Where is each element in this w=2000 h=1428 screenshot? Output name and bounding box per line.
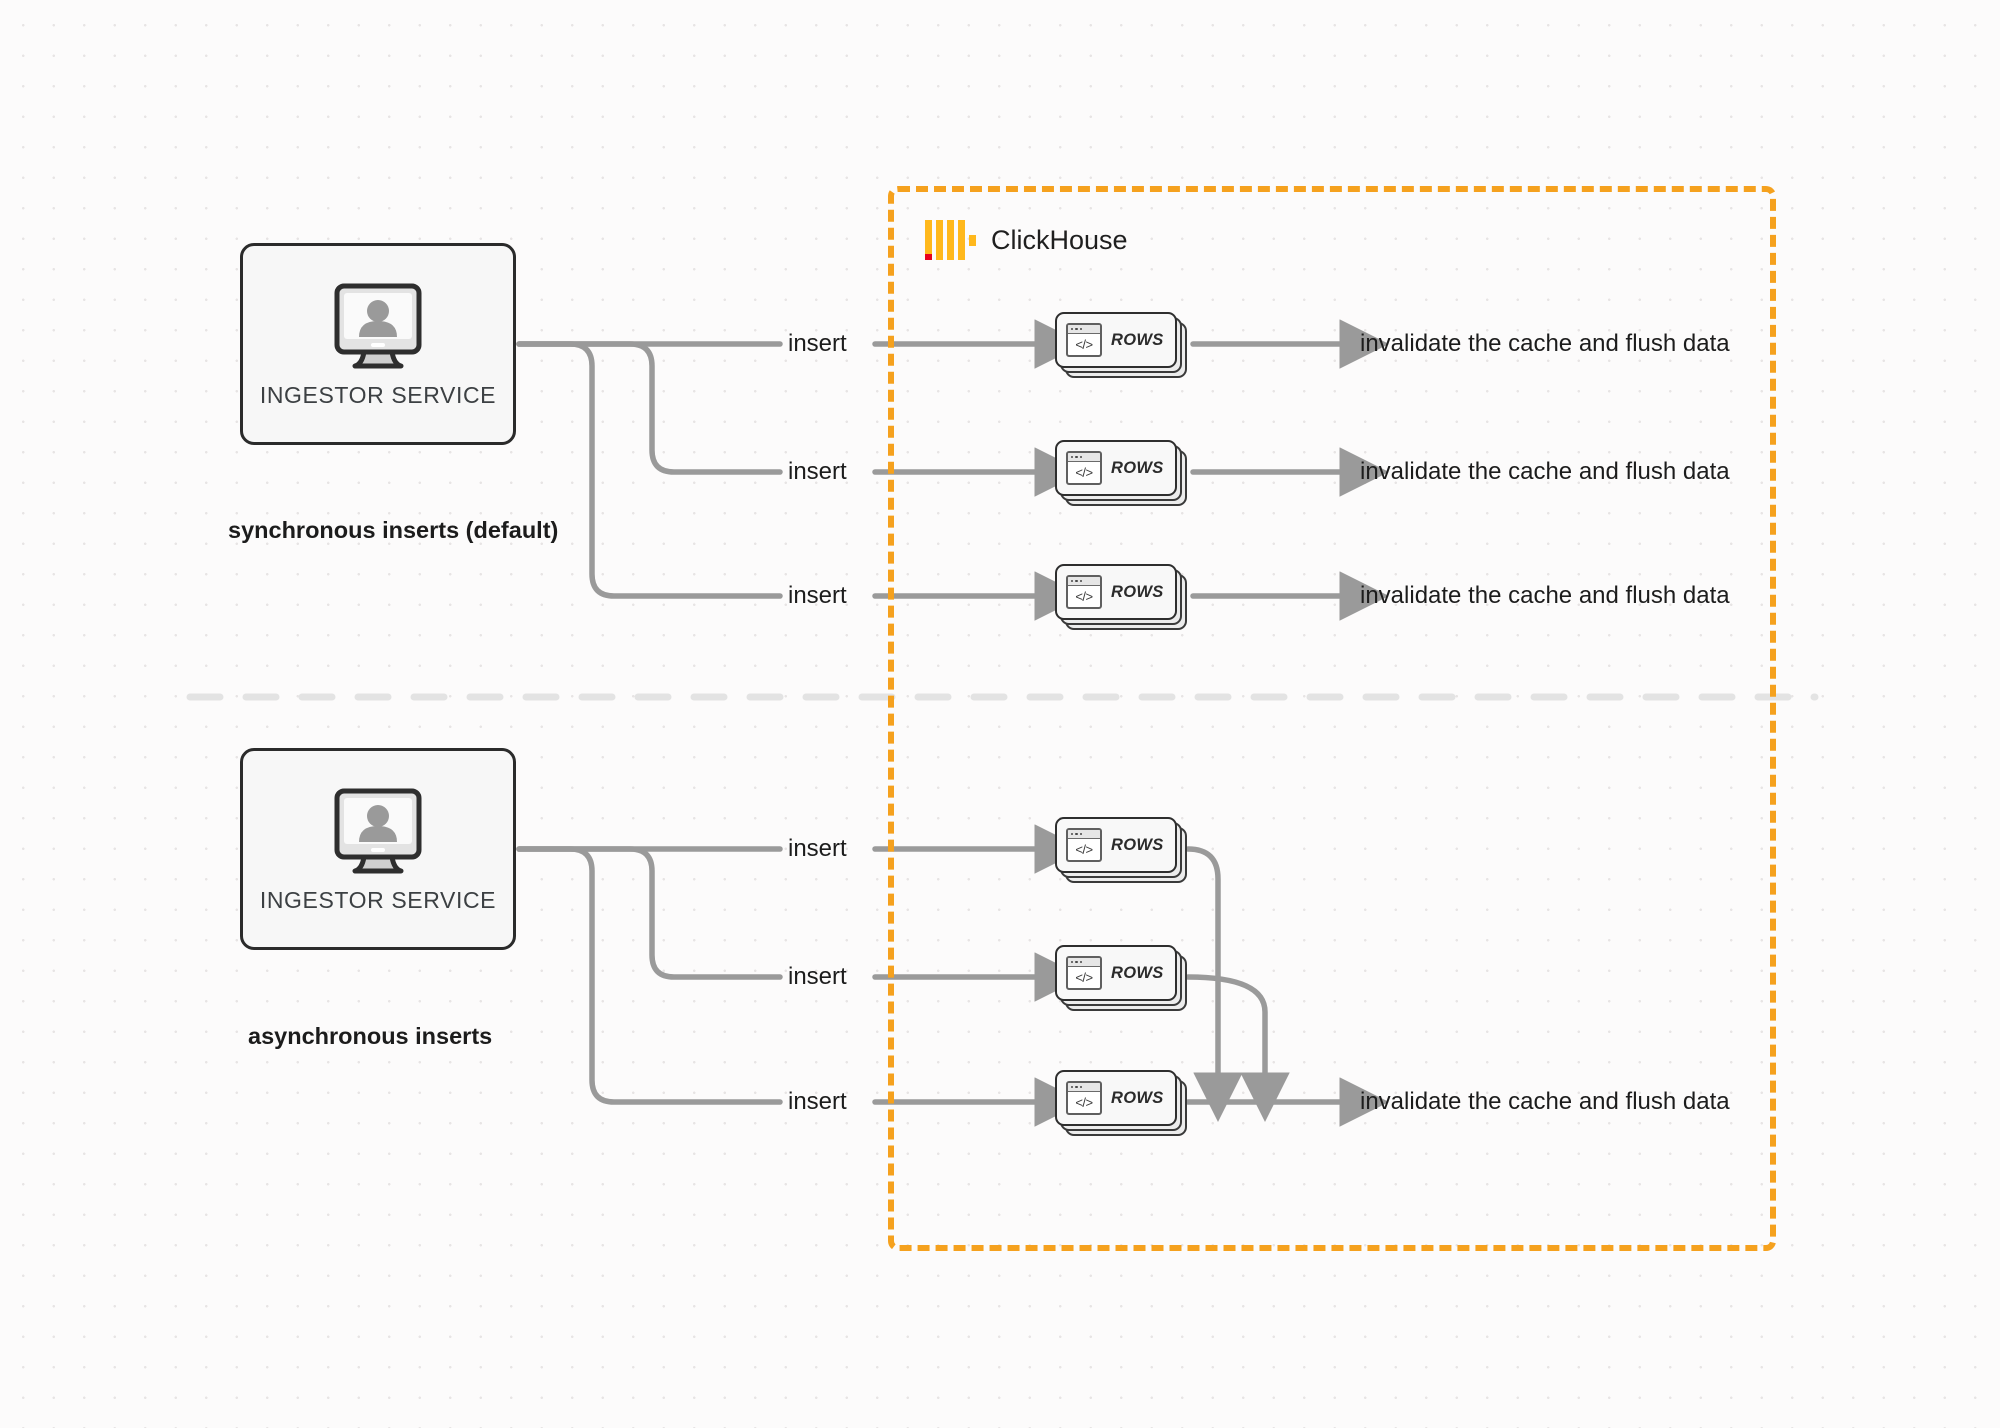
ingestor-service-async[interactable]: INGESTOR SERVICE xyxy=(240,748,516,950)
insert-label-async-3: insert xyxy=(788,1088,847,1115)
code-window-icon: </> xyxy=(1066,323,1102,357)
code-glyph: </> xyxy=(1075,337,1093,352)
code-window-icon: </> xyxy=(1066,575,1102,609)
insert-label-sync-2: insert xyxy=(788,458,847,485)
rows-node-sync-2[interactable]: </> ROWS xyxy=(1055,440,1187,506)
ingestor-service-label-sync: INGESTOR SERVICE xyxy=(259,381,497,408)
wire-sync-row2 xyxy=(516,341,783,475)
wire-async-row3 xyxy=(516,846,783,1105)
rows-label: ROWS xyxy=(1111,835,1164,854)
code-window-titlebar xyxy=(1068,958,1100,967)
rows-label: ROWS xyxy=(1111,458,1164,477)
rows-card-front: </> ROWS xyxy=(1055,945,1177,1001)
rows-node-sync-3[interactable]: </> ROWS xyxy=(1055,564,1187,630)
output-label-async: invalidate the cache and flush data xyxy=(1360,1088,1730,1115)
rows-card-front: </> ROWS xyxy=(1055,440,1177,496)
code-window-titlebar xyxy=(1068,325,1100,334)
monitor-user-icon xyxy=(328,785,428,877)
code-window-icon: </> xyxy=(1066,956,1102,990)
clickhouse-label: ClickHouse xyxy=(991,224,1128,255)
rows-card-front: </> ROWS xyxy=(1055,564,1177,620)
rows-node-sync-1[interactable]: </> ROWS xyxy=(1055,312,1187,378)
code-glyph: </> xyxy=(1075,970,1093,985)
code-window-titlebar xyxy=(1068,453,1100,462)
insert-label-async-1: insert xyxy=(788,835,847,862)
insert-label-async-2: insert xyxy=(788,963,847,990)
wire-async-merge-1 xyxy=(1185,846,1243,1122)
rows-card-front: </> ROWS xyxy=(1055,312,1177,368)
rows-node-async-3[interactable]: </> ROWS xyxy=(1055,1070,1187,1136)
rows-card-front: </> ROWS xyxy=(1055,817,1177,873)
output-label-sync-1: invalidate the cache and flush data xyxy=(1360,330,1730,357)
code-glyph: </> xyxy=(1075,465,1093,480)
rows-label: ROWS xyxy=(1111,582,1164,601)
caption-asynchronous: asynchronous inserts xyxy=(248,1023,493,1049)
wire-async-row2 xyxy=(516,846,783,980)
ingestor-service-label-async: INGESTOR SERVICE xyxy=(259,886,497,913)
clickhouse-brand: ClickHouse xyxy=(925,220,1128,260)
wire-sync-row3 xyxy=(516,341,783,599)
code-window-titlebar xyxy=(1068,1083,1100,1092)
clickhouse-logo-icon xyxy=(925,220,976,260)
code-window-icon: </> xyxy=(1066,828,1102,862)
code-window-icon: </> xyxy=(1066,1081,1102,1115)
code-glyph: </> xyxy=(1075,1095,1093,1110)
code-glyph: </> xyxy=(1075,589,1093,604)
insert-label-sync-3: insert xyxy=(788,582,847,609)
code-glyph: </> xyxy=(1075,842,1093,857)
wire-async-merge-2 xyxy=(1185,974,1290,1122)
rows-label: ROWS xyxy=(1111,1088,1164,1107)
code-window-titlebar xyxy=(1068,577,1100,586)
output-label-sync-3: invalidate the cache and flush data xyxy=(1360,582,1730,609)
output-label-sync-2: invalidate the cache and flush data xyxy=(1360,458,1730,485)
rows-node-async-2[interactable]: </> ROWS xyxy=(1055,945,1187,1011)
caption-synchronous: synchronous inserts (default) xyxy=(228,517,559,543)
ingestor-service-sync[interactable]: INGESTOR SERVICE xyxy=(240,243,516,445)
rows-label: ROWS xyxy=(1111,963,1164,982)
monitor-user-icon xyxy=(328,280,428,372)
insert-label-sync-1: insert xyxy=(788,330,847,357)
code-window-icon: </> xyxy=(1066,451,1102,485)
rows-node-async-1[interactable]: </> ROWS xyxy=(1055,817,1187,883)
rows-label: ROWS xyxy=(1111,330,1164,349)
rows-card-front: </> ROWS xyxy=(1055,1070,1177,1126)
code-window-titlebar xyxy=(1068,830,1100,839)
